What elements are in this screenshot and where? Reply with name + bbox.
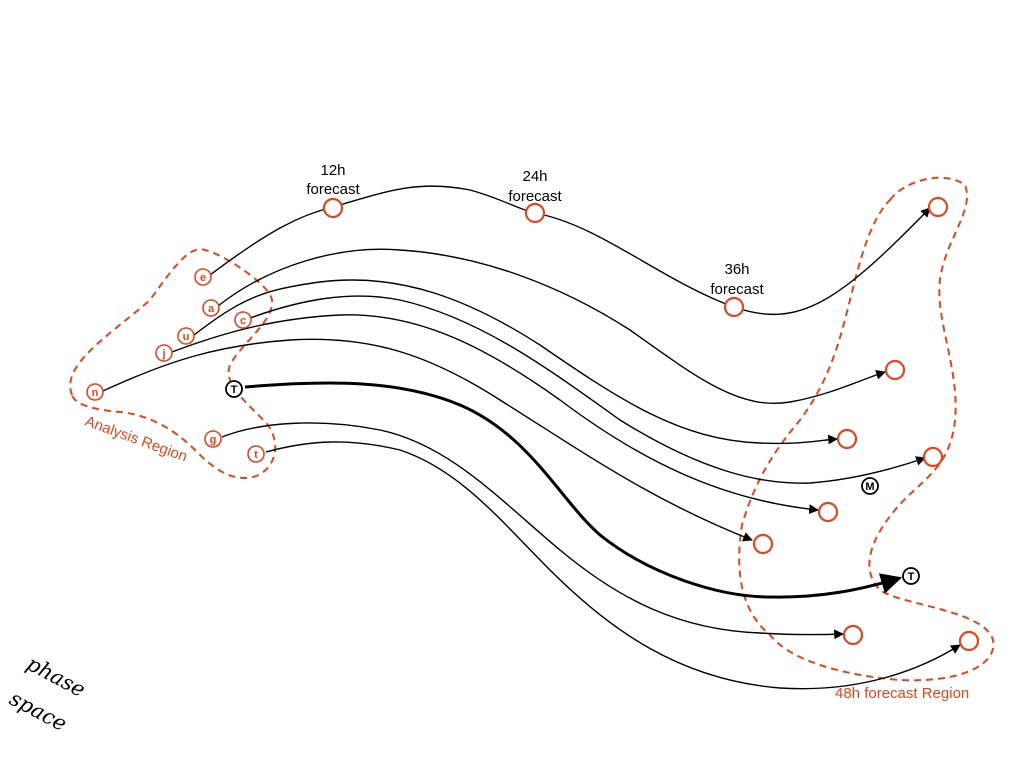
trajectory-t bbox=[265, 441, 961, 690]
svg-text:g: g bbox=[210, 434, 217, 446]
analysis-members: e a u c j n T g bbox=[86, 268, 265, 463]
endpoint-n bbox=[752, 533, 774, 555]
member-u: u bbox=[177, 327, 195, 345]
label-12h-hours: 12h bbox=[320, 162, 345, 179]
member-j: j bbox=[155, 344, 173, 362]
svg-text:c: c bbox=[240, 315, 246, 327]
svg-text:u: u bbox=[183, 331, 190, 343]
endpoint-g bbox=[842, 624, 864, 646]
analysis-region-outline bbox=[69, 248, 277, 480]
label-24h-word: forecast bbox=[508, 188, 562, 205]
endpoint-e bbox=[927, 196, 949, 218]
svg-text:e: e bbox=[200, 272, 206, 284]
label-24h-hours: 24h bbox=[522, 168, 547, 185]
trajectory-truth bbox=[244, 381, 903, 599]
forecast-milestones bbox=[322, 197, 745, 318]
trajectory-g bbox=[221, 422, 844, 640]
endpoint-c bbox=[922, 446, 944, 468]
label-36h-hours: 36h bbox=[724, 261, 749, 278]
svg-text:T: T bbox=[231, 384, 238, 396]
label-36h-word: forecast bbox=[710, 281, 764, 298]
analysis-region-label: Analysis Region bbox=[83, 413, 190, 466]
svg-text:n: n bbox=[92, 387, 99, 399]
member-c: c bbox=[234, 311, 252, 329]
trajectories bbox=[102, 185, 961, 690]
milestone-24h bbox=[524, 202, 546, 224]
member-t: t bbox=[247, 445, 265, 463]
endpoint-t bbox=[958, 630, 980, 652]
phase-space-label-line2: space bbox=[6, 686, 71, 736]
endpoint-j bbox=[817, 501, 839, 523]
trajectory-e bbox=[209, 185, 931, 315]
milestone-36h bbox=[723, 296, 745, 318]
svg-text:T: T bbox=[908, 571, 915, 583]
milestone-12h bbox=[322, 197, 344, 219]
endpoint-u bbox=[836, 428, 858, 450]
svg-text:t: t bbox=[254, 449, 258, 461]
forecast-48h-region-outline bbox=[738, 176, 995, 682]
member-e: e bbox=[194, 268, 212, 286]
truth-end-marker: T bbox=[902, 567, 920, 585]
svg-text:j: j bbox=[161, 348, 165, 360]
endpoint-a bbox=[884, 359, 906, 381]
svg-text:a: a bbox=[208, 303, 215, 315]
trajectory-u bbox=[193, 279, 838, 445]
trajectory-j bbox=[171, 314, 819, 514]
forecast-48h-region-label: 48h forecast Region bbox=[835, 685, 969, 702]
member-a: a bbox=[202, 299, 220, 317]
trajectory-a bbox=[217, 248, 886, 404]
forecast-48h-endpoints bbox=[752, 196, 980, 652]
trajectory-c bbox=[249, 295, 926, 484]
mean-marker: M bbox=[861, 477, 879, 495]
member-truth-start: T bbox=[225, 380, 243, 398]
member-g: g bbox=[204, 430, 222, 448]
label-12h-word: forecast bbox=[306, 181, 360, 198]
member-n: n bbox=[86, 383, 104, 401]
svg-text:M: M bbox=[865, 481, 874, 493]
trajectory-n bbox=[102, 338, 753, 542]
